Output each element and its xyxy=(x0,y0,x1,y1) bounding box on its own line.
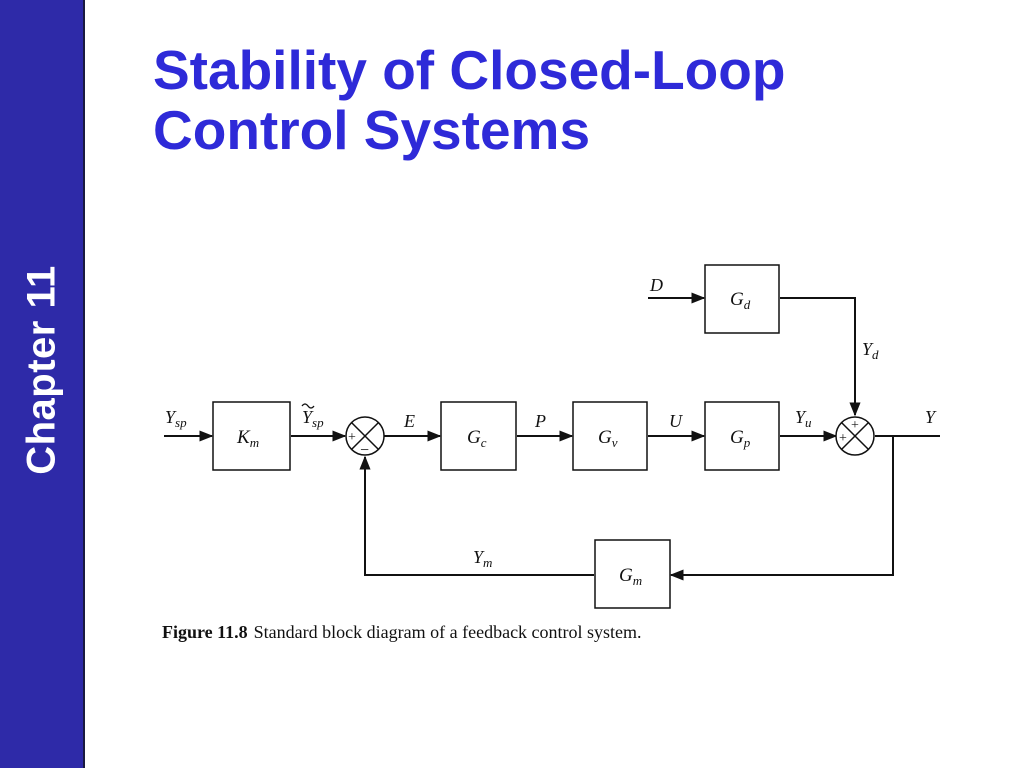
block-gc xyxy=(440,401,517,471)
block-gv xyxy=(572,401,648,471)
figure-caption-text: Standard block diagram of a feedback con… xyxy=(253,622,642,642)
signal-label-ysp: Ysp xyxy=(165,407,187,430)
signal-label-yu: Yu xyxy=(795,407,812,430)
block-gm-label: Gm xyxy=(619,565,642,588)
block-gm xyxy=(594,539,671,609)
block-gp-label: Gp xyxy=(730,427,751,450)
block-gc-label: Gc xyxy=(467,427,487,450)
slide-title-line-1: Stability of Closed-Loop xyxy=(153,39,786,101)
signal-label-u: U xyxy=(669,411,683,431)
signal-line-yd xyxy=(780,297,861,417)
block-gd-label: Gd xyxy=(730,289,751,312)
block-diagram: + − + + Km Gc Gv Gp Gd Gm Ysp Ysp E P U … xyxy=(164,264,940,609)
slide-title: Stability of Closed-Loop Control Systems xyxy=(153,40,785,160)
signal-label-ysp-tilde: Ysp xyxy=(302,407,324,430)
signal-label-y: Y xyxy=(925,407,937,427)
sum1-plus-sign: + xyxy=(348,430,356,445)
block-km xyxy=(212,401,291,471)
signal-label-ym: Ym xyxy=(473,547,492,570)
sum1-minus-sign: − xyxy=(360,442,369,459)
slide-title-line-2: Control Systems xyxy=(153,99,591,161)
signal-label-p: P xyxy=(534,411,546,431)
chapter-label: Chapter 11 xyxy=(19,265,64,475)
figure-number: Figure 11.8 xyxy=(162,622,248,642)
signal-line-feedback xyxy=(669,436,894,581)
signal-label-e: E xyxy=(403,411,415,431)
sum2-plus-sign-top: + xyxy=(851,418,859,433)
block-gp xyxy=(704,401,780,471)
block-gv-label: Gv xyxy=(598,427,618,450)
signal-label-yd: Yd xyxy=(862,339,879,362)
chapter-sidebar: Chapter 11 xyxy=(0,0,85,768)
block-gd xyxy=(704,264,780,334)
signal-line-ym xyxy=(359,455,594,576)
tilde-mark xyxy=(301,403,315,409)
signal-label-d: D xyxy=(649,275,663,295)
sum2-plus-sign-left: + xyxy=(839,431,847,446)
block-km-label: Km xyxy=(236,427,259,450)
